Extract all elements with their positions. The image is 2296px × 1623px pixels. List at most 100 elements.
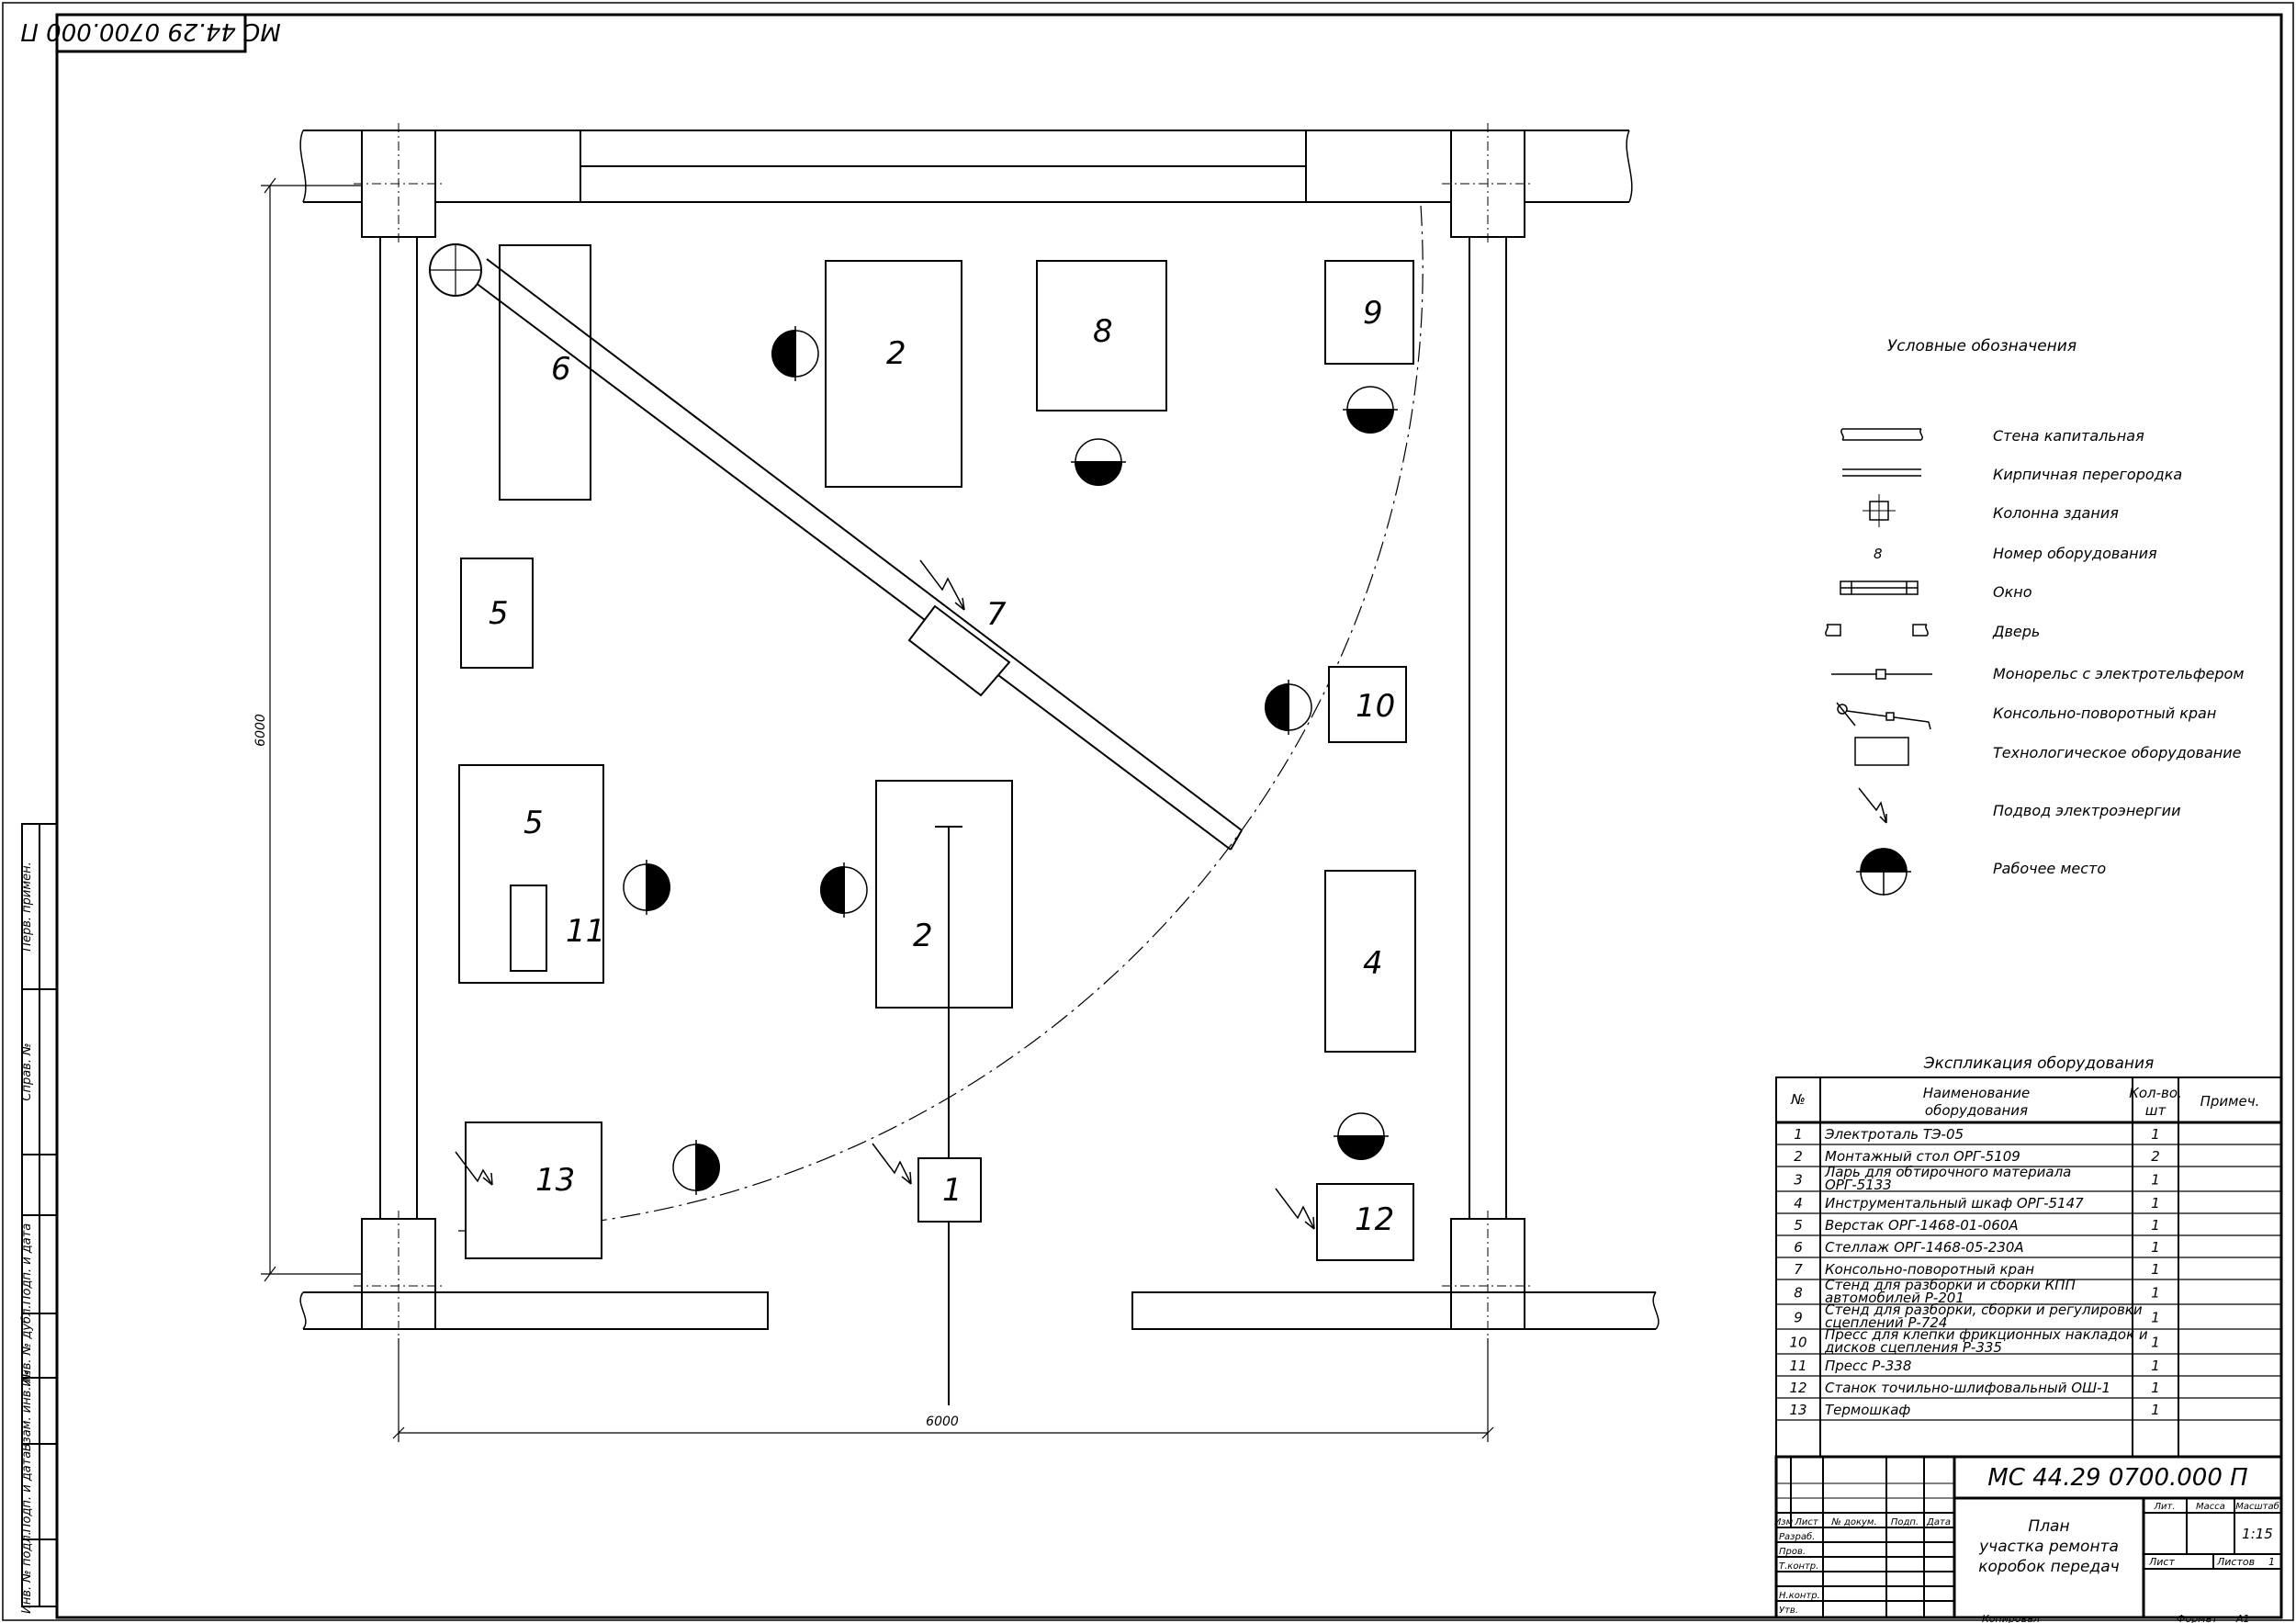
label-7: 7 [986, 596, 1007, 633]
spec-row-qty: 1 [2151, 1239, 2160, 1256]
tb-list: Лист [1794, 1517, 1819, 1527]
spec-row-name: Стенд для разборки и сборки КПП [1825, 1277, 2076, 1293]
workplace-6 [820, 862, 868, 918]
right-partition [1469, 237, 1507, 1219]
legend-item-8: Технологическое оборудование [1993, 744, 2242, 761]
spec-header-qty-1: Кол-во, [2129, 1085, 2182, 1101]
tb-copied: Копировал [1982, 1613, 2040, 1623]
tb-role-prov: Пров. [1779, 1547, 1806, 1557]
label-2-bottom: 2 [913, 918, 933, 954]
tb-izm: Изм [1774, 1517, 1794, 1527]
equipment-8-stand [1036, 260, 1167, 411]
spec-row-number: 2 [1794, 1148, 1803, 1165]
workplace-5 [623, 860, 670, 915]
spec-row-name: Инструментальный шкаф ОРГ-5147 [1825, 1195, 2084, 1212]
equipment-10-press [1328, 666, 1407, 743]
title-block-code: МС 44.29 0700.000 П [1987, 1464, 2247, 1492]
spec-row-number: 7 [1794, 1261, 1803, 1278]
spec-row-qty: 1 [2151, 1195, 2160, 1212]
spec-row-qty: 1 [2151, 1261, 2160, 1278]
equipment-1-hoist [917, 1157, 982, 1223]
spec-row-number: 8 [1794, 1285, 1803, 1302]
spec-row-qty: 1 [2151, 1380, 2160, 1396]
title-line-3: коробок передач [1978, 1558, 2119, 1576]
spec-row-name: Консольно-поворотный кран [1825, 1261, 2034, 1278]
equipment-5-bench-top [460, 558, 534, 669]
spec-row-name: Электроталь ТЭ-05 [1824, 1126, 1964, 1143]
legend-number-sample: 8 [1874, 546, 1883, 562]
dim-horizontal-label: 6000 [926, 1414, 959, 1429]
tb-ndok: № докум. [1830, 1517, 1876, 1527]
stamp-code-rotated: МС 44.29 0700.000 П [20, 17, 280, 45]
label-6: 6 [551, 351, 571, 388]
spec-row-number: 12 [1789, 1380, 1806, 1396]
title-block: МС 44.29 0700.000 П План участка ремонта… [1774, 1455, 2283, 1619]
side-perv-primen: Перв. примен. [20, 862, 34, 952]
label-11: 11 [566, 913, 605, 950]
tb-lit: Лит. [2153, 1502, 2175, 1512]
label-4: 4 [1363, 945, 1383, 982]
tb-role-tkontr: Т.контр. [1779, 1561, 1818, 1572]
spec-header-num: № [1790, 1091, 1806, 1108]
tb-sheets: Листов [2216, 1556, 2255, 1568]
spec-row-number: 3 [1794, 1172, 1803, 1189]
equipment-2-table-bottom [875, 780, 1013, 1009]
bottom-wall-left [303, 1291, 769, 1330]
tb-data: Дата [1926, 1517, 1951, 1527]
side-podp-data-1: Подп. и дата [20, 1223, 34, 1305]
floor-plan: 6000 6000 [253, 123, 1660, 1442]
legend-title: Условные обозначения [1887, 337, 2077, 355]
top-left-stamp: МС 44.29 0700.000 П [20, 13, 281, 53]
spec-row-name: Станок точильно-шлифовальный ОШ-1 [1825, 1380, 2110, 1396]
label-13: 13 [535, 1162, 575, 1199]
label-10: 10 [1356, 688, 1395, 725]
tb-podp: Подп. [1891, 1517, 1919, 1527]
label-9: 9 [1363, 295, 1383, 332]
spec-row-name-2: сцеплений Р-724 [1825, 1314, 1947, 1331]
spec-row-qty: 1 [2151, 1172, 2160, 1189]
spec-row-number: 9 [1794, 1310, 1803, 1326]
tb-mass: Масса [2196, 1502, 2225, 1512]
spec-header-qty-2: шт [2145, 1102, 2167, 1119]
spec-header-name-2: оборудования [1925, 1102, 2028, 1119]
legend-item-10: Рабочее место [1993, 860, 2106, 877]
workplace-7 [672, 1140, 720, 1195]
tb-role-nkontr: Н.контр. [1779, 1591, 1820, 1601]
equipment-2-table-top [825, 260, 962, 488]
inner-frame [55, 13, 2283, 1619]
spec-title: Экспликация оборудования [1923, 1054, 2155, 1073]
spec-row-name: Термошкаф [1825, 1402, 1910, 1418]
workplace-4 [1265, 680, 1312, 735]
spec-row-name: Стеллаж ОРГ-1468-05-230А [1825, 1239, 2024, 1256]
spec-row-qty: 1 [2151, 1358, 2160, 1374]
legend-item-9: Подвод электроэнергии [1993, 802, 2180, 819]
spec-row-number: 4 [1794, 1195, 1803, 1212]
workplace-2 [1071, 438, 1126, 486]
spec-row-number: 6 [1794, 1239, 1803, 1256]
workplace-1 [771, 326, 819, 381]
workplace-3 [1343, 386, 1398, 434]
label-1: 1 [942, 1172, 962, 1209]
tb-scale: 1:15 [2242, 1526, 2273, 1542]
equipment-12-grinder [1316, 1183, 1414, 1261]
spec-row-name: Верстак ОРГ-1468-01-060А [1825, 1217, 2019, 1234]
spec-row-name: Ларь для обтирочного материала [1824, 1164, 2071, 1180]
tb-role-razrab: Разраб. [1779, 1531, 1815, 1542]
spec-row-qty: 1 [2151, 1285, 2160, 1302]
spec-row-qty: 2 [2151, 1148, 2160, 1165]
label-5-bottom: 5 [523, 805, 544, 841]
spec-row-name: Пресс Р-338 [1825, 1358, 1911, 1374]
tb-sheet: Лист [2148, 1556, 2175, 1568]
label-12: 12 [1355, 1201, 1394, 1238]
side-inv-dubl: Инв. № дубл. [20, 1305, 34, 1387]
equipment-9-stand [1324, 260, 1414, 365]
monorail [935, 826, 962, 1405]
spec-row-number: 11 [1789, 1358, 1806, 1374]
spec-row-qty: 1 [2151, 1310, 2160, 1326]
spec-row-qty: 1 [2151, 1335, 2160, 1351]
crane-swing-arc [457, 205, 1424, 1232]
spec-row-name: Пресс для клепки фрикционных накладок и [1825, 1326, 2148, 1343]
side-sprav: Справ. № [20, 1043, 34, 1100]
spec-row-qty: 1 [2151, 1126, 2160, 1143]
spec-row-qty: 1 [2151, 1217, 2160, 1234]
